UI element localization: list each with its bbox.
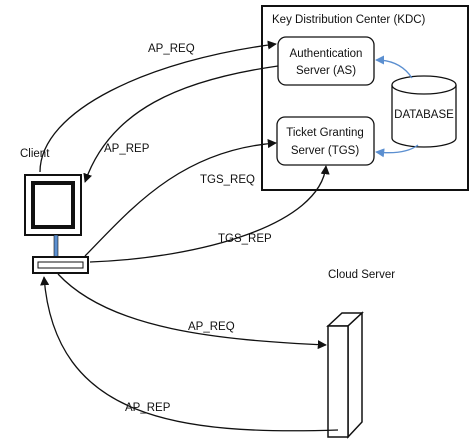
- db-to-tgs-arrow: [375, 144, 419, 158]
- ap-rep-kdc-arrow: [83, 65, 279, 183]
- cloud-server-label: Cloud Server: [328, 269, 395, 281]
- kdc-title: Key Distribution Center (KDC): [272, 14, 426, 26]
- as-label-line1: Authentication: [290, 48, 363, 60]
- tgs-rep-arrow: [89, 165, 330, 263]
- ap-req-kdc-arrow: [39, 40, 277, 173]
- database-label: DATABASE: [394, 109, 454, 121]
- tgs-rep-label: TGS_REP: [218, 233, 272, 245]
- ap-rep-cloud-label: AP_REP: [125, 402, 171, 414]
- ap-rep-cloud-arrow: [40, 276, 339, 432]
- tgs-label-line1: Ticket Granting: [286, 127, 364, 139]
- db-to-as-arrow: [375, 55, 413, 79]
- tgs-label-line2: Server (TGS): [291, 145, 360, 157]
- authentication-server: Authentication Server (AS): [277, 36, 375, 86]
- client-cable: [53, 234, 59, 258]
- ap-req-cloud-arrow: [57, 273, 327, 350]
- client-computer: [24, 174, 89, 274]
- client-screen: [31, 181, 75, 229]
- ticket-granting-server: Ticket Granting Server (TGS): [276, 116, 375, 166]
- ap-rep-kdc-label: AP_REP: [104, 143, 150, 155]
- ap-req-cloud-label: AP_REQ: [188, 321, 235, 333]
- tgs-req-arrow: [84, 139, 277, 257]
- as-label-line2: Server (AS): [296, 65, 356, 77]
- database-cylinder: DATABASE: [391, 75, 457, 148]
- ap-req-kdc-label: AP_REQ: [148, 43, 195, 55]
- tgs-req-label: TGS_REQ: [200, 174, 255, 186]
- cloud-server: [326, 311, 364, 439]
- client-label: Client: [20, 148, 50, 160]
- kdc-box: [261, 5, 469, 191]
